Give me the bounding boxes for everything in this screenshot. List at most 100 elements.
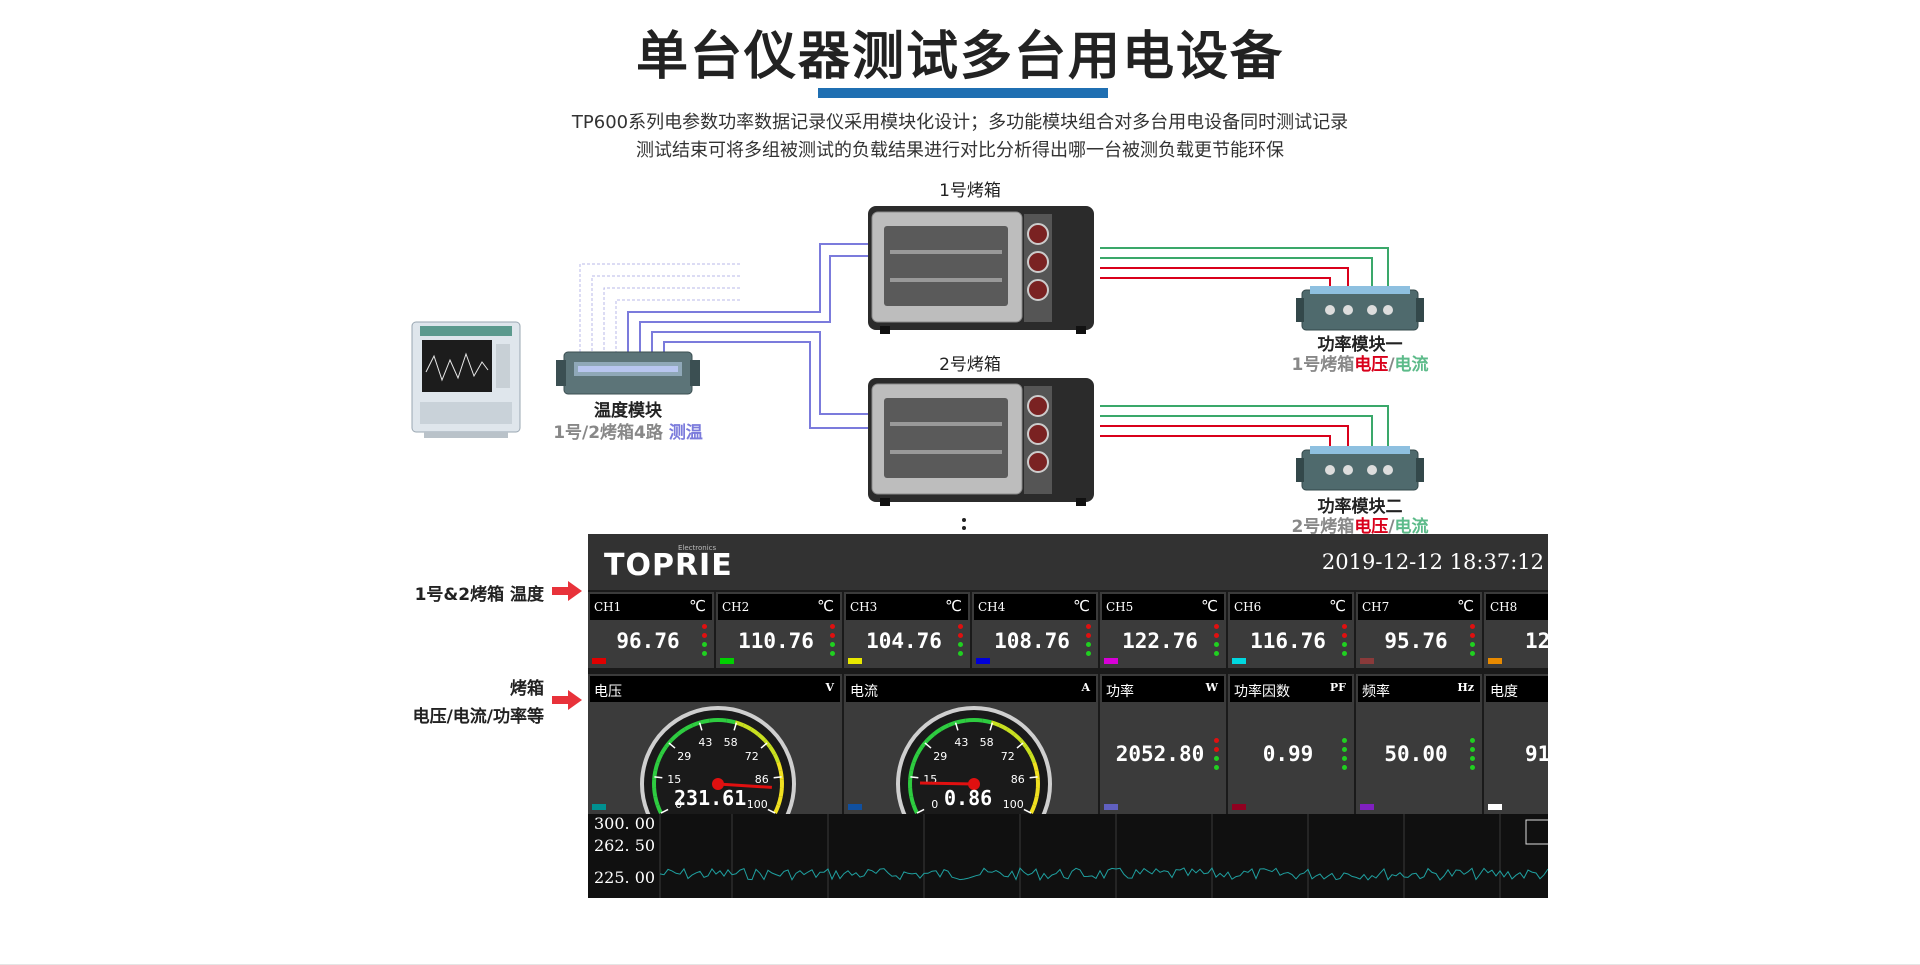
power-module-1-device <box>1296 286 1424 330</box>
param-name: 电流 <box>850 681 878 701</box>
channel-name: CH8 <box>1490 600 1517 614</box>
arrow-icon <box>552 690 582 710</box>
param-color-swatch <box>1360 804 1374 810</box>
oven-1-label: 1号烤箱 <box>900 176 1040 201</box>
channel-value: 110.76 <box>716 629 836 653</box>
status-leds <box>1470 738 1476 774</box>
channel-name: CH4 <box>978 600 1005 614</box>
oven-2-label: 2号烤箱 <box>900 350 1040 375</box>
gauge-tick-label: 43 <box>698 736 712 749</box>
power-module-1-current: 电流 <box>1395 355 1429 375</box>
channel-unit: ℃ <box>945 597 962 615</box>
gauge-arc-segment <box>778 762 780 770</box>
toprie-logo: TOPRIE <box>604 548 733 583</box>
channel-tile: CH1℃ 96.76 <box>588 592 714 668</box>
frequency-value: 50.00 <box>1356 742 1476 766</box>
frequency-tile: 频率 Hz 50.00 <box>1356 674 1482 814</box>
channel-tile: CH3℃ 104.76 <box>844 592 970 668</box>
param-name: 功率 <box>1106 681 1134 701</box>
channel-unit: ℃ <box>1201 597 1218 615</box>
channel-color-swatch <box>1360 658 1374 664</box>
channel-name: CH6 <box>1234 600 1261 614</box>
gauge-arc-segment <box>974 720 983 721</box>
param-name: 频率 <box>1362 681 1390 701</box>
gauge-arc-segment <box>655 762 657 770</box>
channel-name: CH5 <box>1106 600 1133 614</box>
temperature-module-desc-prefix: 1号/2烤箱4路 <box>553 423 669 443</box>
gauge-tick-label: 29 <box>933 750 947 763</box>
channel-name: CH7 <box>1362 600 1389 614</box>
status-leds <box>958 624 964 660</box>
channel-name: CH1 <box>594 600 621 614</box>
gauge-tick-label: 72 <box>745 750 759 763</box>
gauge-tick-label: 15 <box>667 773 681 786</box>
power-module-1-voltage: 电压 <box>1354 355 1388 375</box>
gauge-tick-label: 100 <box>1003 798 1024 811</box>
gauge-needle <box>920 783 974 784</box>
gauge-arc-segment <box>781 771 782 780</box>
channel-value: 108.76 <box>972 629 1092 653</box>
temperature-module-desc: 1号/2烤箱4路 测温 <box>528 418 728 443</box>
channel-value: 104.76 <box>844 629 964 653</box>
channel-value: 122.76 <box>1100 629 1220 653</box>
param-color-swatch <box>1488 804 1502 810</box>
channel-color-swatch <box>720 658 734 664</box>
channel-unit: ℃ <box>1329 597 1346 615</box>
gauge-tick-label: 86 <box>1011 773 1025 786</box>
energy-tile: 电度 91. <box>1484 674 1548 814</box>
param-color-swatch <box>848 804 862 810</box>
gauge-arc-segment <box>910 771 911 780</box>
gauge-arc-segment <box>781 788 782 797</box>
param-name: 电压 <box>594 681 622 701</box>
gauge-tick-label: 72 <box>1001 750 1015 763</box>
gauge-arc-segment <box>654 788 655 797</box>
gauge-arc-segment <box>911 797 913 805</box>
gauge-tick-label: 43 <box>954 736 968 749</box>
gauge-arc-segment <box>1037 771 1038 780</box>
channel-tile: CH8℃ 124 <box>1484 592 1548 668</box>
channel-unit: ℃ <box>689 597 706 615</box>
param-unit: A <box>1081 681 1090 694</box>
power-value: 2052.80 <box>1100 742 1220 766</box>
channel-color-swatch <box>592 658 606 664</box>
param-unit: W <box>1206 681 1218 694</box>
side-label-power-1: 烤箱 <box>380 674 544 699</box>
oven-2-device <box>868 378 1094 506</box>
channel-tile: CH6℃ 116.76 <box>1228 592 1354 668</box>
power-module-1-desc-prefix: 1号烤箱 <box>1291 355 1354 375</box>
trend-grid <box>588 814 1548 898</box>
gauge-arc-segment <box>1037 788 1038 797</box>
recorder-device <box>412 322 520 438</box>
energy-value: 91. <box>1484 742 1548 766</box>
channel-unit: ℃ <box>1457 597 1474 615</box>
gauge-arc-segment <box>709 720 718 721</box>
status-leds <box>1214 624 1220 660</box>
gauge-tick <box>1030 777 1038 778</box>
channel-value: 124 <box>1484 629 1548 653</box>
gauge-arc-segment <box>718 720 727 721</box>
current-value: 0.86 <box>944 786 992 810</box>
gauge-arc-segment <box>983 721 992 723</box>
param-unit: Hz <box>1457 681 1474 694</box>
gauge-tick <box>654 777 662 778</box>
power-module-2-device <box>1296 446 1424 490</box>
param-color-swatch <box>592 804 606 810</box>
param-name: 功率因数 <box>1234 681 1290 701</box>
gauge-arc-segment <box>965 720 974 721</box>
screen-datetime: 2019-12-12 18:37:12 <box>1322 550 1544 574</box>
arrow-icon <box>552 581 582 601</box>
channel-tile: CH5 ℃ 122.76 <box>1100 592 1226 668</box>
trend-y-tick: 300. 00 <box>594 814 655 833</box>
channel-color-swatch <box>848 658 862 664</box>
status-leds <box>830 624 836 660</box>
param-unit: V <box>825 681 834 694</box>
trend-y-tick: 262. 50 <box>594 836 655 855</box>
status-leds <box>1214 738 1220 774</box>
param-color-swatch <box>1232 804 1246 810</box>
gauge-tick-label: 86 <box>755 773 769 786</box>
channel-color-swatch <box>1104 658 1118 664</box>
gauge-tick <box>774 777 782 778</box>
channel-color-swatch <box>1232 658 1246 664</box>
